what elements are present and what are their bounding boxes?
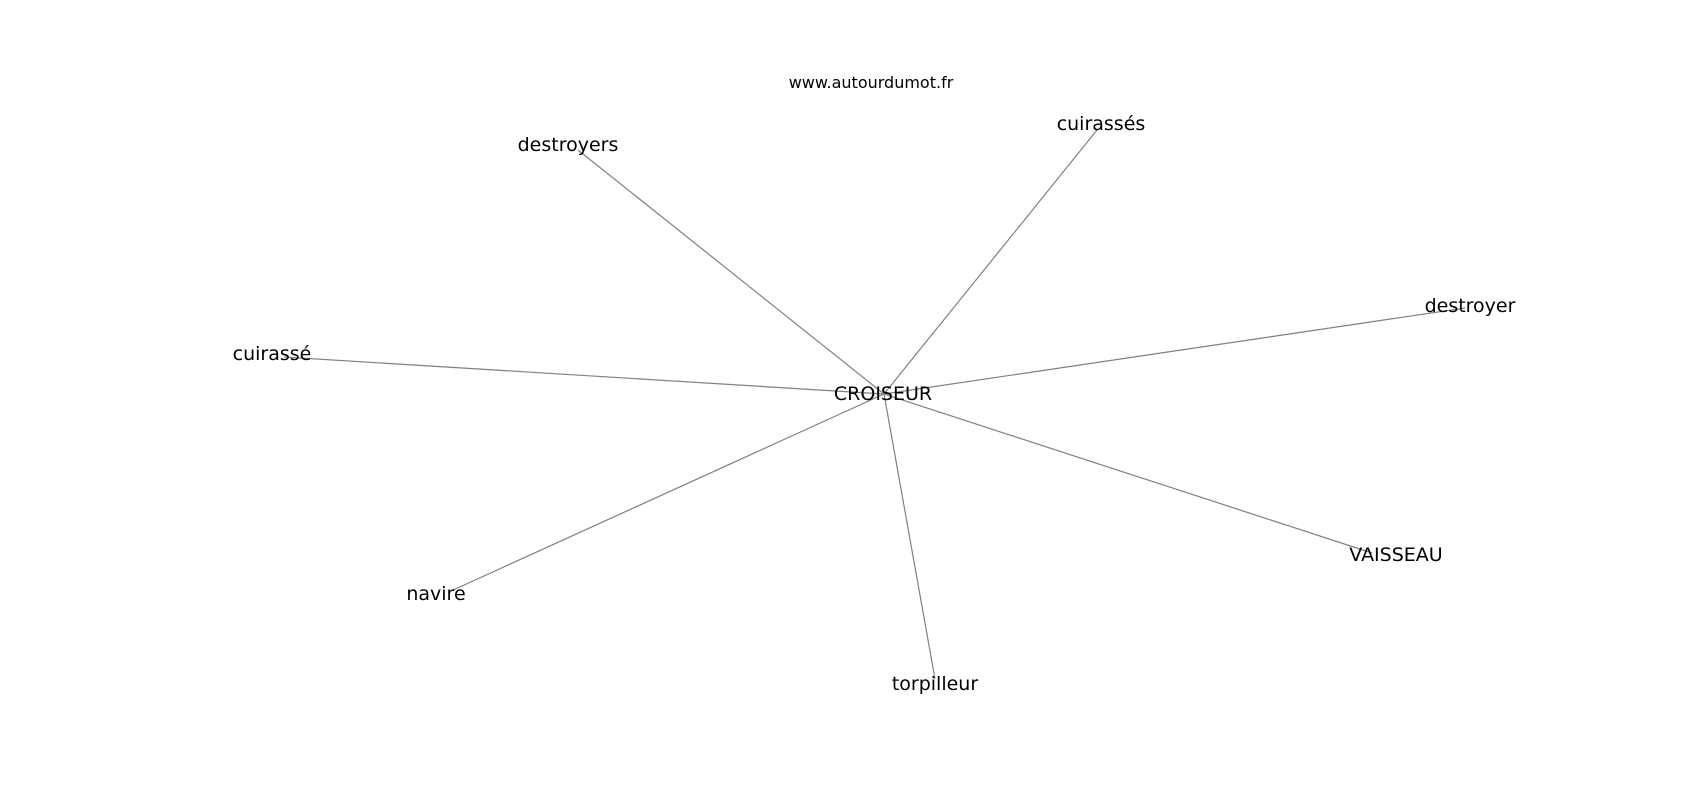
edge-vaisseau [883,393,1373,554]
edge-cuirasse [283,356,885,395]
edge-destroyers [577,149,885,395]
edge-destroyer [883,307,1466,395]
edge-torpilleur [883,393,936,680]
node-cuirasse[interactable]: cuirassé [233,343,312,365]
node-navire[interactable]: navire [406,583,465,605]
watermark-text: www.autourdumot.fr [789,73,954,92]
edge-navire [450,393,885,592]
node-destroyers[interactable]: destroyers [518,134,619,156]
node-vaisseau[interactable]: VAISSEAU [1349,544,1442,566]
node-destroyer[interactable]: destroyer [1425,295,1516,317]
node-torpilleur[interactable]: torpilleur [892,673,979,695]
node-cuirasses[interactable]: cuirassés [1057,113,1146,135]
node-center[interactable]: CROISEUR [834,383,932,405]
graph-nodes: CROISEUR destroyers cuirassés destroyer … [233,113,1516,695]
edge-cuirasses [883,129,1098,395]
graph-edges [283,129,1466,680]
